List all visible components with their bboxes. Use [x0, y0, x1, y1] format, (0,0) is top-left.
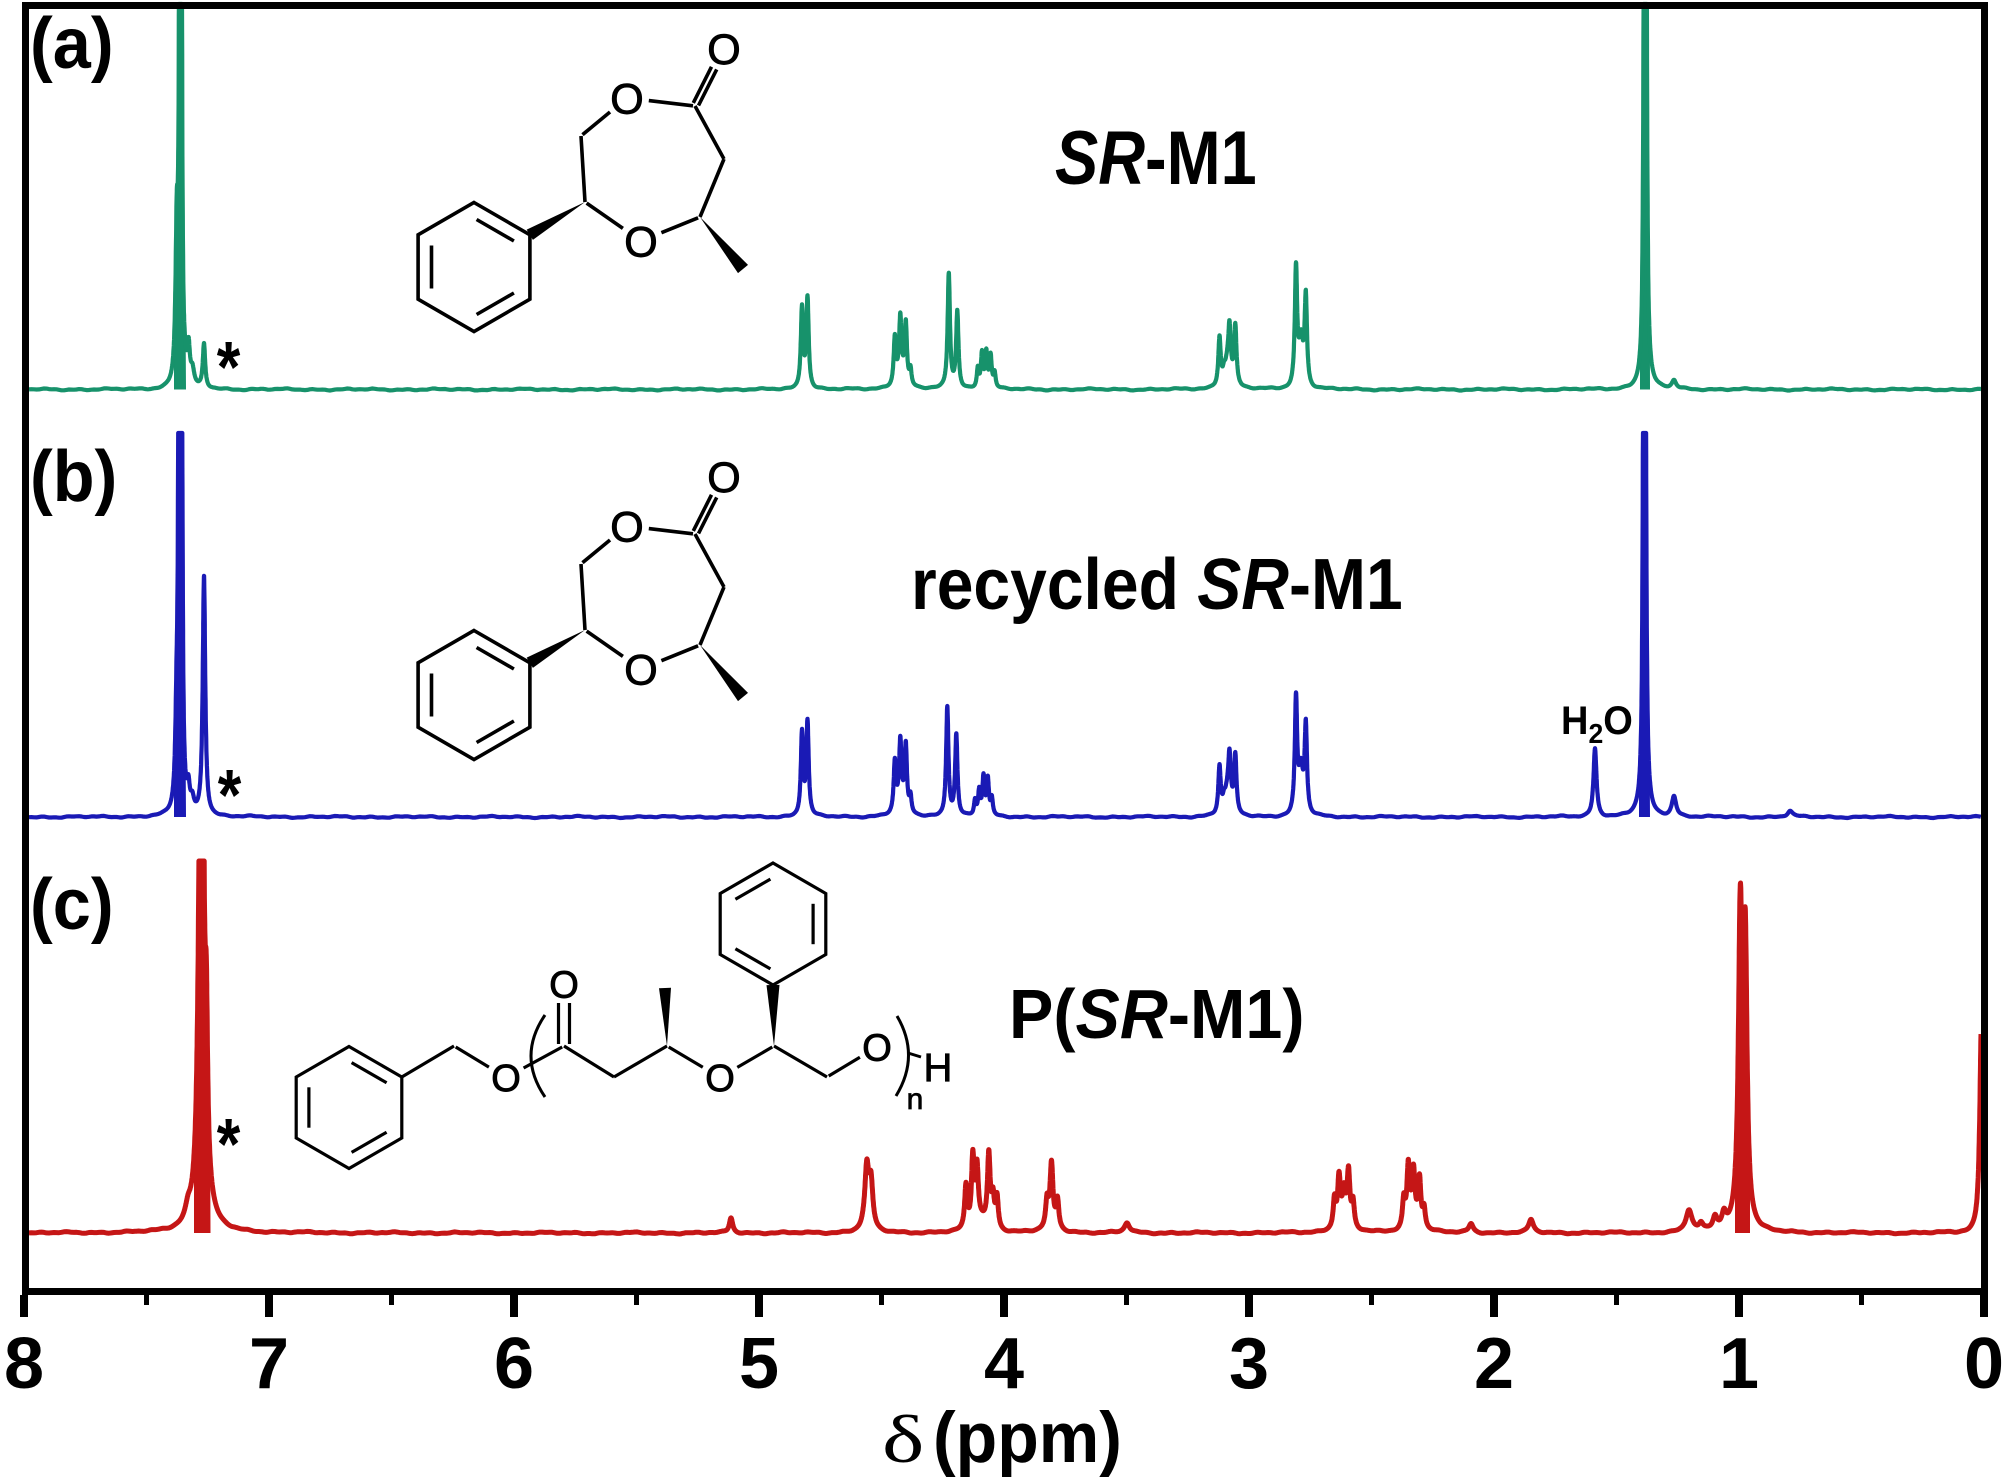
svg-text:O: O	[610, 503, 643, 551]
svg-text:1: 1	[1719, 1324, 1759, 1404]
svg-text:(ppm): (ppm)	[933, 1398, 1122, 1478]
svg-text:δ: δ	[882, 1402, 924, 1477]
svg-text:*: *	[218, 756, 242, 836]
svg-text:H2O: H2O	[1561, 699, 1633, 749]
svg-text:O: O	[862, 1028, 892, 1070]
svg-text:(a): (a)	[30, 2, 114, 83]
svg-text:O: O	[624, 218, 657, 266]
svg-text:P(SR-M1): P(SR-M1)	[1009, 975, 1305, 1053]
svg-text:4: 4	[984, 1324, 1024, 1404]
svg-text:(b): (b)	[30, 435, 117, 516]
svg-text:SR-M1: SR-M1	[1055, 115, 1257, 200]
svg-text:O: O	[549, 965, 579, 1007]
svg-text:O: O	[707, 454, 740, 502]
svg-text:O: O	[705, 1058, 735, 1100]
svg-text:O: O	[624, 646, 657, 694]
svg-text:n: n	[907, 1083, 924, 1116]
svg-text:recycled SR-M1: recycled SR-M1	[911, 543, 1403, 624]
svg-text:H: H	[924, 1046, 953, 1090]
svg-text:*: *	[217, 1105, 241, 1185]
svg-text:2: 2	[1474, 1324, 1514, 1404]
svg-text:O: O	[491, 1058, 521, 1100]
svg-text:0: 0	[1964, 1324, 2004, 1404]
svg-text:8: 8	[4, 1324, 44, 1404]
svg-text:7: 7	[249, 1324, 289, 1404]
svg-text:O: O	[610, 75, 643, 123]
svg-text:*: *	[217, 328, 241, 408]
svg-text:3: 3	[1229, 1324, 1269, 1404]
svg-text:6: 6	[494, 1324, 534, 1404]
svg-text:O: O	[707, 26, 740, 74]
svg-text:5: 5	[739, 1324, 779, 1404]
svg-text:(c): (c)	[30, 863, 114, 944]
